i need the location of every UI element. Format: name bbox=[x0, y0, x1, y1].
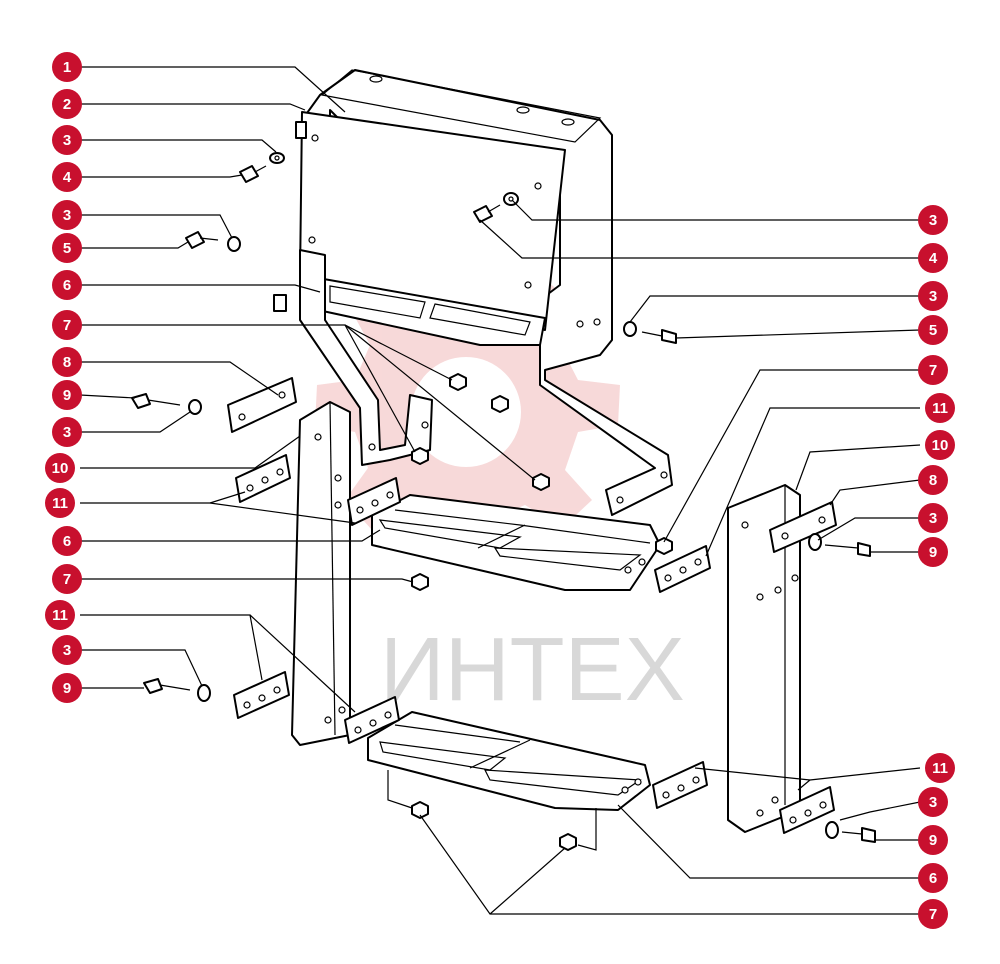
callout-5-b: 5 bbox=[918, 315, 948, 345]
upper-bracket bbox=[273, 69, 673, 516]
callout-7-b: 7 bbox=[52, 564, 82, 594]
leader-lines bbox=[79, 66, 921, 915]
callout-3-f: 3 bbox=[918, 281, 948, 311]
svg-text:11: 11 bbox=[932, 760, 948, 777]
callout-3-e: 3 bbox=[918, 205, 948, 235]
callout-5-a: 5 bbox=[52, 233, 82, 263]
callout-9-c: 9 bbox=[918, 537, 948, 567]
lower-step bbox=[367, 711, 651, 811]
callout-3-c: 3 bbox=[52, 417, 82, 447]
svg-text:7: 7 bbox=[63, 317, 71, 334]
svg-text:7: 7 bbox=[63, 571, 71, 588]
callout-9-b: 9 bbox=[52, 673, 82, 703]
right-side-plate bbox=[727, 484, 801, 833]
svg-text:3: 3 bbox=[63, 132, 71, 149]
callout-6-a: 6 bbox=[52, 270, 82, 300]
left-side-plate bbox=[291, 401, 351, 746]
callout-6-b: 6 bbox=[52, 526, 82, 556]
svg-text:5: 5 bbox=[929, 322, 937, 339]
small-plates bbox=[227, 377, 837, 834]
svg-text:11: 11 bbox=[52, 495, 68, 512]
callouts: 1 2 3 4 3 5 6 7 8 9 3 10 11 6 7 11 3 9 3… bbox=[45, 52, 955, 929]
svg-text:3: 3 bbox=[929, 212, 937, 229]
svg-text:11: 11 bbox=[932, 400, 948, 417]
svg-text:9: 9 bbox=[63, 680, 71, 697]
svg-text:10: 10 bbox=[932, 437, 949, 454]
callout-3-d: 3 bbox=[52, 635, 82, 665]
svg-text:8: 8 bbox=[63, 354, 71, 371]
svg-text:5: 5 bbox=[63, 240, 71, 257]
callout-11-c: 11 bbox=[925, 393, 955, 423]
callout-9-a: 9 bbox=[52, 380, 82, 410]
svg-text:3: 3 bbox=[63, 424, 71, 441]
svg-text:7: 7 bbox=[929, 906, 937, 923]
callout-8-a: 8 bbox=[52, 347, 82, 377]
callout-3-g: 3 bbox=[918, 503, 948, 533]
svg-text:3: 3 bbox=[929, 288, 937, 305]
svg-text:2: 2 bbox=[63, 96, 71, 113]
callout-7-d: 7 bbox=[918, 899, 948, 929]
svg-text:3: 3 bbox=[929, 510, 937, 527]
callout-10-a: 10 bbox=[45, 453, 75, 483]
svg-text:8: 8 bbox=[929, 472, 937, 489]
svg-text:10: 10 bbox=[52, 460, 69, 477]
callout-11-d: 11 bbox=[925, 753, 955, 783]
callout-7-c: 7 bbox=[918, 355, 948, 385]
callout-6-c: 6 bbox=[918, 863, 948, 893]
callout-3-a: 3 bbox=[52, 125, 82, 155]
callout-11-a: 11 bbox=[45, 488, 75, 518]
svg-text:6: 6 bbox=[63, 277, 71, 294]
fasteners bbox=[131, 152, 876, 851]
svg-text:4: 4 bbox=[63, 169, 72, 186]
callout-8-b: 8 bbox=[918, 465, 948, 495]
svg-text:3: 3 bbox=[929, 794, 937, 811]
callout-1-a: 1 bbox=[52, 52, 82, 82]
callout-4-b: 4 bbox=[918, 243, 948, 273]
callout-10-b: 10 bbox=[925, 430, 955, 460]
middle-step bbox=[371, 494, 661, 591]
svg-text:3: 3 bbox=[63, 207, 71, 224]
svg-text:7: 7 bbox=[929, 362, 937, 379]
callout-7-a: 7 bbox=[52, 310, 82, 340]
callout-3-h: 3 bbox=[918, 787, 948, 817]
svg-text:9: 9 bbox=[63, 387, 71, 404]
callout-2-a: 2 bbox=[52, 89, 82, 119]
svg-text:3: 3 bbox=[63, 642, 71, 659]
svg-text:6: 6 bbox=[63, 533, 71, 550]
callout-3-b: 3 bbox=[52, 200, 82, 230]
svg-text:1: 1 bbox=[63, 59, 71, 76]
svg-text:6: 6 bbox=[929, 870, 937, 887]
svg-text:4: 4 bbox=[929, 250, 938, 267]
callout-9-d: 9 bbox=[918, 825, 948, 855]
callout-4-a: 4 bbox=[52, 162, 82, 192]
callout-11-b: 11 bbox=[45, 600, 75, 630]
watermark-text: ИНТЕХ bbox=[380, 620, 685, 720]
svg-text:11: 11 bbox=[52, 607, 68, 624]
svg-text:9: 9 bbox=[929, 832, 937, 849]
svg-text:9: 9 bbox=[929, 544, 937, 561]
